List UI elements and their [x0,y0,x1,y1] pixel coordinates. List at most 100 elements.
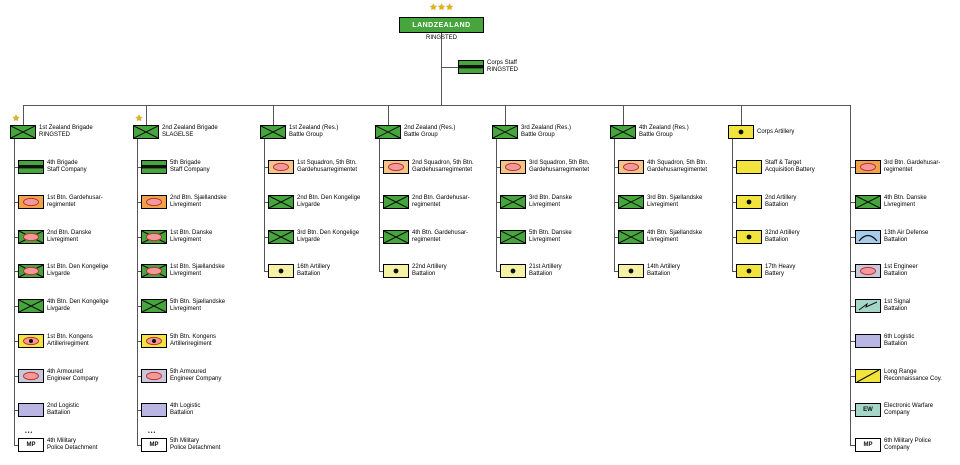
unit-label-line1: 4th Btn. Danske [884,195,927,201]
military-police-icon: MP [855,438,881,452]
unit-label-line1: 4th Btn. Den Kongelige [47,299,109,305]
infantry-icon [500,195,526,209]
unit: 2nd Zealand (Res.)Battle Group [375,125,455,139]
unit-label-line1: Staff & Target [765,160,802,166]
connector-line [741,105,742,125]
infantry-icon [500,230,526,244]
connector-line [264,271,268,272]
connector-line [850,410,855,411]
infantry-icon [618,230,644,244]
infantry-icon [383,230,409,244]
infantry-icon [268,195,294,209]
infantry-icon [18,299,44,313]
infantry-icon [141,299,167,313]
unit-label-line1: Corps Artillery [757,128,795,135]
connector-line [850,202,855,203]
unit-label-line2: Livregiment [529,237,561,243]
military-police-icon: MP [18,438,44,452]
connector-line [496,237,500,238]
unit-label-line1: 1st Signal [884,299,911,305]
unit-label-line1: 3rd Squadron, 5th Btn. [529,160,590,166]
corps-stars-icon: ★★★ [429,2,454,12]
connector-line [614,139,615,271]
unit-label-line2: Battalion [529,271,553,277]
connector-line [23,105,24,125]
unit-label-line2: Battle Group [404,132,438,138]
armor-icon [18,195,44,209]
unit-label-line2: regimentet [412,237,441,243]
recon-squadron-icon [268,160,294,174]
mech-infantry-icon [18,264,44,278]
unit-label-line2: Artilleriregiment [170,341,212,347]
root-unit-name: LANDZEALAND [412,21,471,29]
mech-infantry-icon [141,264,167,278]
detachment-echelon: ••• [148,430,157,436]
infantry-icon [133,125,159,139]
unit: 3rd Squadron, 5th Btn.Gardehusarregiment… [500,160,589,174]
connector-line [614,167,618,168]
unit-label-line2: Gardehusarregimentet [412,167,473,173]
unit-label-line2: Staff Company [170,167,210,173]
unit-label-line2: Staff Company [47,167,87,173]
unit-label-line1: 2nd Squadron, 5th Btn. [412,160,474,166]
unit: 1st Zealand (Res.)Battle Group [260,125,338,139]
unit-label-line1: 3rd Btn. Gardehusar- [884,160,941,166]
sp-artillery-icon [18,334,44,348]
connector-line [850,271,855,272]
connector-line [14,139,15,445]
unit: Corps Artillery [728,125,794,139]
connector-line [441,33,442,105]
connector-line [264,202,268,203]
unit-label-line2: Livregiment [529,202,561,208]
unit-label-line1: 2nd Btn. Den Kongelige [297,195,361,201]
connector-line [137,376,141,377]
unit-label-line1: 4th Squadron, 5th Btn. [647,160,708,166]
unit-label-line2: Livregiment [884,202,916,208]
connector-line [732,202,736,203]
unit: 2nd Btn. Gardehusar-regimentet [383,195,470,209]
armor-icon [855,160,881,174]
connector-line [850,237,855,238]
connector-line [505,105,506,125]
connector-line [137,202,141,203]
infantry-icon [383,195,409,209]
unit-label-line2: Livregiment [47,237,79,243]
connector-line [137,271,141,272]
unit-label-line2: Battalion [647,271,671,277]
artillery-icon [736,264,762,278]
unit-label-line2: Battalion [765,202,789,208]
connector-line [732,167,736,168]
unit-label-line2: Gardehusarregimentet [529,167,590,173]
